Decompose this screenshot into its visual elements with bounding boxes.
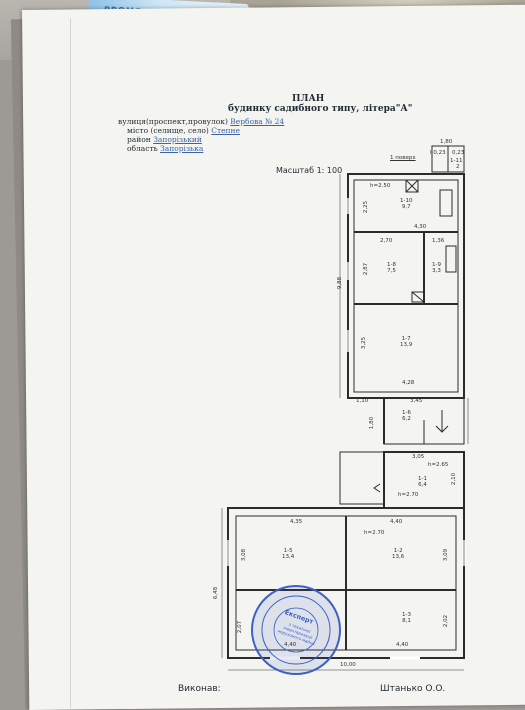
dimension-label: 4,40	[284, 642, 297, 648]
dimension-label: 2	[456, 164, 460, 170]
performer-name: Штанько О.О.	[380, 684, 446, 694]
dimension-label: 4,40	[390, 519, 403, 525]
dimension-label: 1,36	[432, 238, 445, 244]
dimension-label: 2,70	[380, 238, 393, 244]
dimension-label: 2,07	[237, 620, 244, 634]
page-fold-line	[70, 18, 71, 708]
dimension-label: 4,30	[414, 224, 427, 230]
city-row: місто (селище, село) Степне	[127, 126, 240, 135]
dimension-label: 4,35	[290, 519, 303, 525]
dimension-label: 1,10	[356, 398, 369, 404]
dimension-label: 1,80	[440, 139, 453, 145]
city-value: Степне	[211, 126, 240, 135]
street-row: вулиця(проспект,провулок) Вербова № 24	[118, 117, 284, 126]
dimension-label: 2,02	[443, 614, 450, 628]
bottom-block-outline	[227, 507, 465, 659]
scale-label: Масштаб 1: 100	[276, 166, 343, 175]
height-label: h=2.65	[428, 462, 449, 468]
title-line-1: ПЛАН	[292, 94, 325, 104]
dimension-label: 0,23	[452, 150, 465, 156]
region-value: Запорізька	[160, 144, 204, 153]
district-value: Запорізький	[153, 135, 202, 144]
district-row: район Запорізький	[127, 135, 202, 144]
performed-by-label: Виконав:	[178, 684, 221, 694]
dimension-label: 10,00	[340, 662, 356, 668]
street-label: вулиця(проспект,провулок)	[118, 117, 228, 126]
official-stamp	[251, 585, 341, 675]
dimension-label: 2,87	[363, 262, 370, 276]
room-label-1-11: 1-11	[450, 158, 463, 164]
dimension-label: 2,25	[363, 200, 370, 214]
title-line-2: будинку садибного типу, літера"А"	[228, 104, 413, 114]
dimension-label: 3,05	[412, 454, 425, 460]
dimension-label: 3,08	[241, 548, 248, 562]
dimension-label: 3,09	[443, 548, 450, 562]
dimension-label: 4,28	[402, 380, 415, 386]
region-label: область	[127, 144, 158, 153]
district-label: район	[127, 135, 151, 144]
room-label-I: I 0,23	[430, 150, 446, 156]
dimension-label: 4,40	[396, 642, 409, 648]
height-label: h=2.70	[364, 530, 385, 536]
height-label: h=2.70	[398, 492, 419, 498]
dimension-label: 1,80	[369, 416, 376, 430]
region-row: область Запорізька	[127, 144, 203, 153]
dimension-label: 2,10	[451, 472, 458, 486]
city-label: місто (селище, село)	[127, 126, 209, 135]
dimension-label: 3,45	[410, 398, 423, 404]
floor-label: 1 поверх	[390, 155, 416, 161]
height-label: h=2.50	[370, 183, 391, 189]
dimension-label: 6,48	[213, 586, 220, 600]
dimension-label: 3,25	[361, 336, 368, 350]
dimension-label: 9,88	[337, 276, 344, 290]
street-value: Вербова № 24	[230, 117, 285, 126]
